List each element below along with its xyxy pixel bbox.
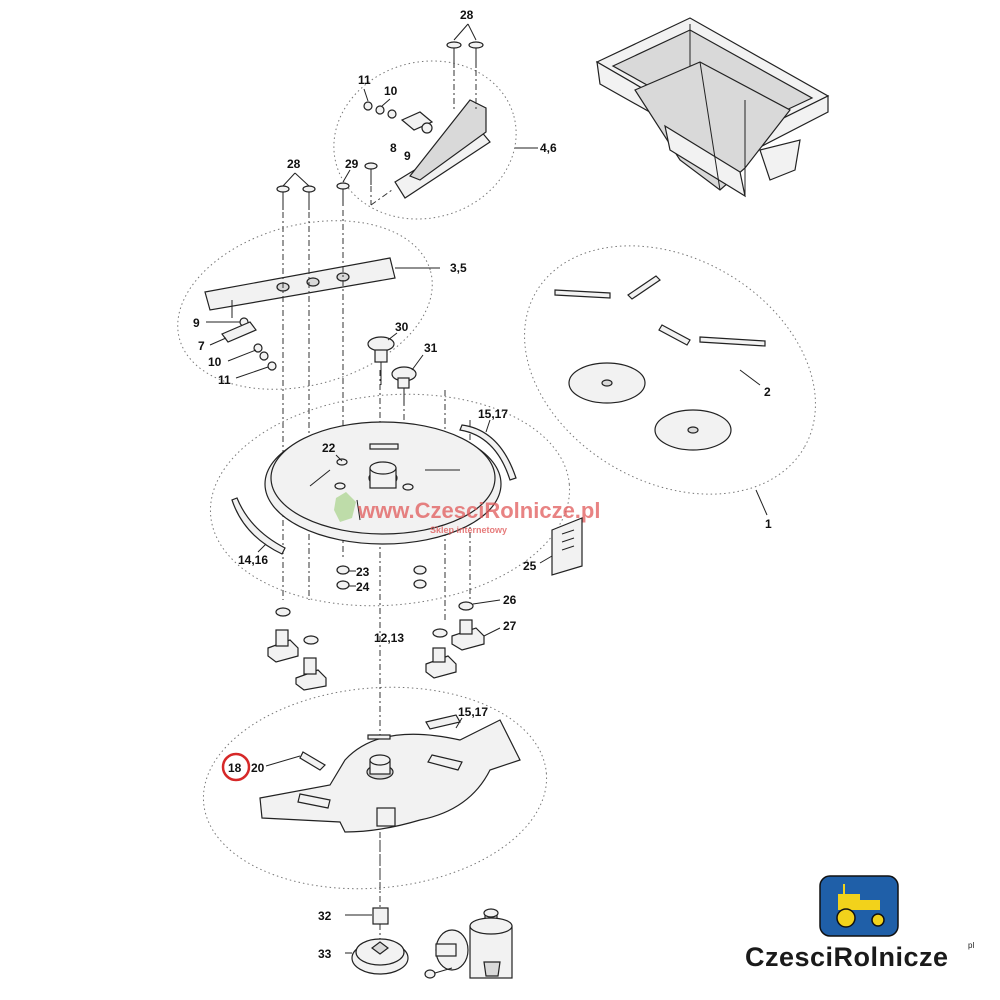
callout-26: 26 bbox=[503, 593, 517, 607]
callout-33: 33 bbox=[318, 947, 332, 961]
callout-32: 32 bbox=[318, 909, 332, 923]
blade-bar-3-5 bbox=[204, 257, 440, 311]
callout-22: 22 bbox=[322, 441, 336, 455]
callout-14-16: 14,16 bbox=[238, 553, 268, 567]
callout-27: 27 bbox=[503, 619, 517, 633]
bolt-pair-28-top bbox=[446, 23, 484, 110]
bolt-set-28-29 bbox=[276, 162, 393, 210]
callout-7: 7 bbox=[198, 339, 205, 353]
callout-25: 25 bbox=[523, 559, 537, 573]
watermark-subtitle: Sklep internetowy bbox=[430, 525, 507, 535]
callout-10-left: 10 bbox=[208, 355, 222, 369]
callout-2: 2 bbox=[764, 385, 771, 399]
brand-logo: CzesciRolnicze pl bbox=[745, 875, 974, 972]
group-outline-4-6 bbox=[333, 60, 517, 220]
callout-23: 23 bbox=[356, 565, 370, 579]
tractor-icon bbox=[836, 884, 885, 928]
blade-set-2 bbox=[554, 275, 766, 386]
gearbox-illustration bbox=[424, 908, 513, 979]
callout-18: 18 bbox=[228, 761, 242, 775]
callout-1: 1 bbox=[765, 517, 772, 531]
main-spreading-disc bbox=[264, 421, 502, 545]
callout-24: 24 bbox=[356, 580, 370, 594]
callout-10-top: 10 bbox=[384, 84, 398, 98]
callout-11-left: 11 bbox=[218, 373, 231, 387]
callout-11-top: 11 bbox=[358, 73, 371, 87]
vane-15-17-top bbox=[459, 419, 517, 481]
group-outline-lower-disc bbox=[202, 686, 548, 890]
callout-31: 31 bbox=[424, 341, 438, 355]
hopper-illustration bbox=[595, 17, 830, 198]
fastener-set-top bbox=[363, 101, 433, 134]
fastener-set-left bbox=[206, 300, 277, 379]
callout-20: 20 bbox=[251, 761, 265, 775]
logo-suffix: pl bbox=[968, 941, 974, 950]
callout-12-13: 12,13 bbox=[374, 631, 404, 645]
callout-28-middle: 28 bbox=[287, 157, 301, 171]
knob-31 bbox=[391, 354, 424, 405]
vane-14-16 bbox=[231, 497, 286, 555]
group-outline-main-disc bbox=[209, 393, 571, 607]
callout-15-17-bottom: 15,17 bbox=[458, 705, 488, 719]
mounting-blocks bbox=[267, 599, 501, 691]
group-outline-3-5 bbox=[177, 220, 433, 390]
callout-3-5: 3,5 bbox=[450, 261, 467, 275]
logo-wordmark: CzesciRolnicze bbox=[745, 942, 949, 972]
callout-15-17-top: 15,17 bbox=[478, 407, 508, 421]
instruction-card-25 bbox=[539, 517, 583, 576]
highlight-circle-18 bbox=[221, 752, 251, 782]
watermark-url: www.CzesciRolnicze.pl bbox=[357, 498, 600, 523]
callout-29: 29 bbox=[345, 157, 359, 171]
knob-30 bbox=[367, 332, 398, 385]
lower-spreading-disc bbox=[259, 714, 521, 833]
callout-4-6: 4,6 bbox=[540, 141, 557, 155]
group-outline-1 bbox=[524, 245, 816, 495]
callout-9-left: 9 bbox=[193, 316, 200, 330]
watermark: www.CzesciRolnicze.pl Sklep internetowy bbox=[334, 492, 600, 535]
bracket-4-6 bbox=[394, 99, 491, 199]
callout-30: 30 bbox=[395, 320, 409, 334]
washers-23-24 bbox=[336, 565, 427, 590]
callout-9-top: 9 bbox=[404, 149, 411, 163]
callout-28-top: 28 bbox=[460, 8, 474, 22]
callout-8: 8 bbox=[390, 141, 397, 155]
spinner-discs bbox=[568, 362, 732, 451]
hub-32-33 bbox=[345, 840, 409, 975]
